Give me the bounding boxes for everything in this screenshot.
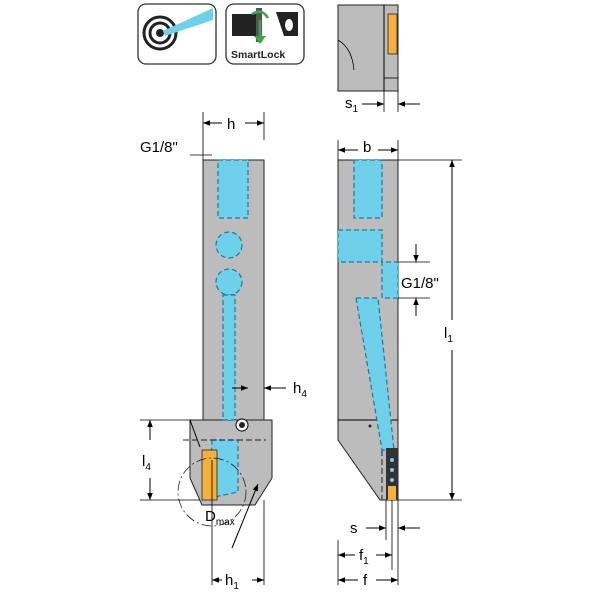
dim-b-label: b	[363, 139, 371, 156]
dim-f1-label: f1	[359, 547, 369, 567]
dim-l4	[140, 419, 200, 501]
dim-l4-label: l4	[142, 453, 151, 473]
dim-g18-left	[190, 140, 212, 160]
smartlock-icon: SmartLock	[225, 3, 305, 65]
dim-dmax-label: Dmax	[205, 508, 235, 528]
dim-h1-label: h1	[225, 572, 239, 592]
dim-l1-label: l1	[444, 325, 453, 345]
dim-s	[366, 500, 420, 585]
dim-b	[337, 140, 399, 160]
dim-f1	[337, 500, 393, 585]
dim-h4-label: h4	[293, 380, 307, 400]
front-view	[177, 159, 273, 585]
dim-h-label: h	[227, 116, 235, 133]
dim-l1	[398, 159, 462, 501]
coolant-target-icon	[137, 3, 217, 65]
dim-s1-label: s1	[345, 95, 359, 115]
dim-h	[202, 112, 265, 140]
dim-g18-right-label: G1/8"	[401, 275, 439, 292]
side-view	[337, 159, 399, 501]
dim-g18-left-label: G1/8"	[140, 139, 178, 156]
dim-f-label: f	[363, 572, 368, 589]
dim-g18-right	[398, 244, 430, 316]
dim-s-label: s	[350, 520, 358, 537]
smartlock-label: SmartLock	[231, 49, 285, 61]
top-view	[337, 4, 420, 112]
